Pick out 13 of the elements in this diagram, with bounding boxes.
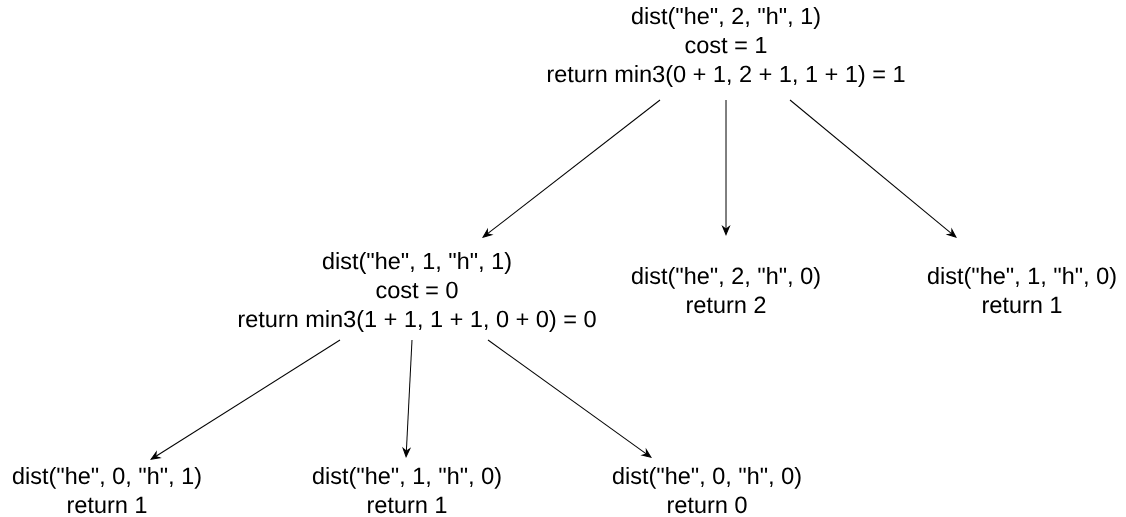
call-label: dist("he", 1, "h", 0) return 1 xyxy=(312,466,501,514)
call-label: dist("he", 2, "h", 0) return 2 xyxy=(631,266,820,314)
call-label: dist("he", 1, "h", 1) cost = 0 return min3(1 + 1, 1 + 1, 0 + 0) = 0 xyxy=(238,252,596,332)
call-label: dist("he", 0, "h", 1) return 1 xyxy=(12,466,201,514)
arrow xyxy=(150,339,341,460)
arrow xyxy=(402,339,413,458)
arrow xyxy=(487,339,652,458)
arrow xyxy=(482,99,661,238)
arrow xyxy=(789,99,957,238)
call-label: dist("he", 0, "h", 0) return 0 xyxy=(612,466,801,514)
call-label: dist("he", 1, "h", 0) return 1 xyxy=(927,266,1116,314)
call-label: dist("he", 2, "h", 1) cost = 1 return min3(0 + 1, 2 + 1, 1 + 1) = 1 xyxy=(547,7,905,87)
arrow xyxy=(722,99,730,236)
